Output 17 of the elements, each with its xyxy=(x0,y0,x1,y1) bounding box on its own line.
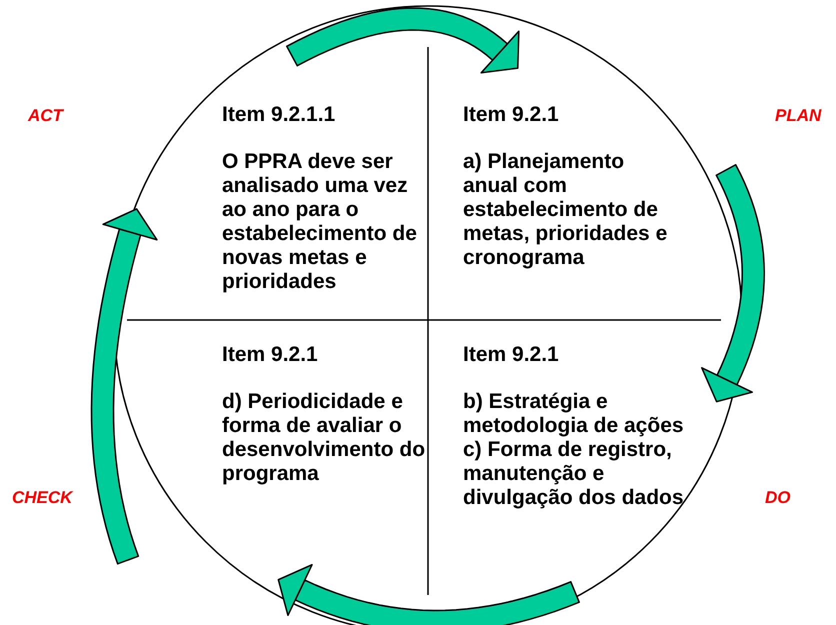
cycle-arrow xyxy=(90,208,158,565)
phase-label: DO xyxy=(765,488,790,508)
phase-label: CHECK xyxy=(12,488,72,508)
cycle-arrow xyxy=(701,164,765,402)
item-text: a) Planejamento anual com estabelecimento de metas, prioridades e cronograma xyxy=(463,150,668,270)
item-heading: Item 9.2.1 xyxy=(222,343,319,367)
cycle-arrow xyxy=(278,564,580,625)
item-heading: Item 9.2.1 xyxy=(463,343,560,367)
quadrant xyxy=(428,5,743,320)
item-heading: Item 9.2.1 xyxy=(463,103,560,127)
item-heading: Item 9.2.1.1 xyxy=(222,103,336,127)
item-text: d) Periodicidade e forma de avaliar o desenvolvimento do programa xyxy=(222,390,426,486)
item-text: O PPRA deve ser analisado uma vez ao ano para o estabelecimento de novas metas e prioridades xyxy=(222,150,418,294)
cycle-arrow xyxy=(286,7,520,74)
item-text: c) Forma de registro, manutenção e divulgação dos dados xyxy=(463,438,685,510)
phase-label: ACT xyxy=(28,106,63,126)
phase-label: PLAN xyxy=(775,106,822,126)
